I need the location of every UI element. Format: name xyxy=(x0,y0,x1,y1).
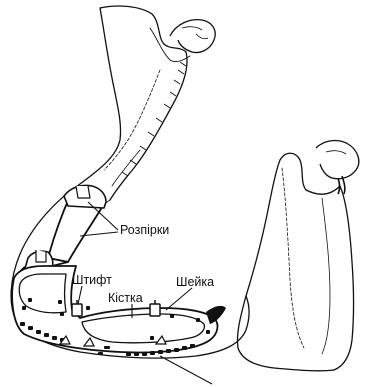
condyle-right xyxy=(316,141,359,194)
pin-left xyxy=(72,300,82,316)
condyle-top xyxy=(170,20,215,53)
left-ramus xyxy=(80,6,190,200)
bottom-leader xyxy=(160,356,212,384)
spacer-upper-block xyxy=(64,185,106,208)
label-pin: Штифт xyxy=(72,273,112,287)
right-ramus xyxy=(237,153,353,371)
label-bone: Кістка xyxy=(108,291,143,305)
label-spacers: Розпірки xyxy=(120,223,169,237)
pin-right xyxy=(150,300,160,316)
ramus-shading xyxy=(122,62,186,176)
label-neck: Шейка xyxy=(176,275,214,289)
